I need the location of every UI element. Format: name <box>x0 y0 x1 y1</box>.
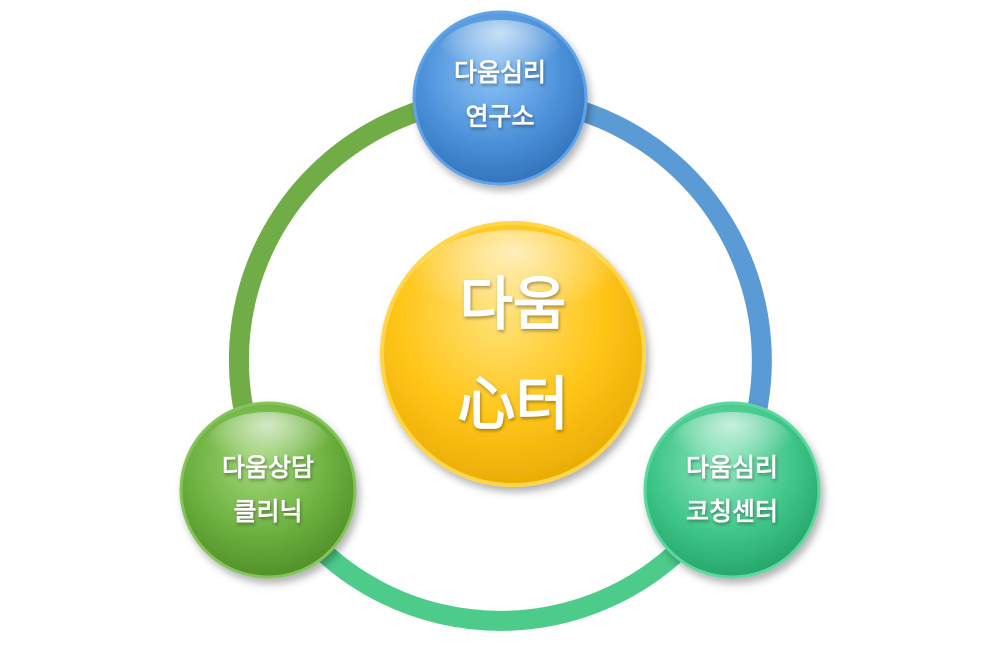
node-top <box>412 10 588 186</box>
node-left <box>179 401 357 579</box>
center-node <box>380 221 646 487</box>
node-right <box>643 401 821 579</box>
